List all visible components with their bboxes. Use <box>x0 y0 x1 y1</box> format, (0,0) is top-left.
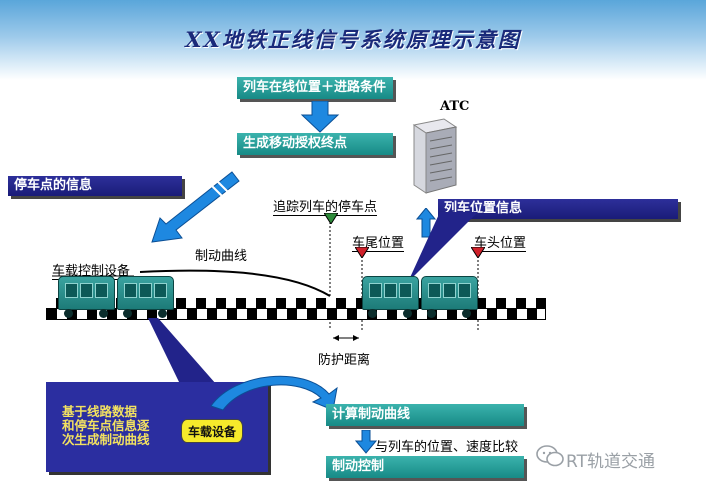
up-arrow-icon <box>415 207 437 242</box>
onboard-logic-line: 和停车点信息逐 <box>62 418 150 433</box>
head-position-label: 车头位置 <box>474 232 527 252</box>
watermark-text: RT轨道交通 <box>566 452 655 472</box>
wheel <box>462 309 471 318</box>
wheel <box>368 309 377 318</box>
left-train-car-1 <box>58 276 115 310</box>
stop-point-info-box: 停车点的信息 <box>8 176 182 196</box>
wheel <box>99 309 108 318</box>
diagonal-arrow-icon <box>150 168 240 248</box>
right-train-car-2 <box>421 276 478 310</box>
stop-point-marker <box>324 213 338 224</box>
onboard-logic-line: 基于线路数据 <box>62 404 138 419</box>
tail-marker <box>355 247 369 258</box>
wheel <box>427 309 436 318</box>
curved-arrow-icon <box>210 375 338 411</box>
down-arrow-icon <box>300 100 340 137</box>
onboard-logic-line: 次生成制动曲线 <box>62 432 150 447</box>
left-train-car-2 <box>117 276 174 310</box>
server-tower-icon <box>404 117 458 197</box>
protection-distance-label: 防护距离 <box>318 353 371 368</box>
calc-braking-curve-box: 计算制动曲线 <box>326 404 524 426</box>
down-arrow-icon <box>354 429 378 458</box>
track-upper-stripe <box>46 298 546 309</box>
page-title: XX地铁正线信号系统原理示意图 <box>185 27 521 52</box>
atc-label: ATC <box>440 99 470 114</box>
onboard-logic-text: 基于线路数据 和停车点信息逐 次生成制动曲线 <box>62 405 150 447</box>
movement-authority-box: 生成移动授权终点 <box>237 133 393 155</box>
wechat-icon <box>536 444 564 472</box>
braking-curve-label: 制动曲线 <box>195 249 248 264</box>
compare-position-speed-label: 与列车的位置、速度比较 <box>375 440 519 455</box>
right-train-car-1 <box>362 276 419 310</box>
braking-control-box: 制动控制 <box>326 456 524 478</box>
head-marker <box>471 247 485 258</box>
wheel <box>64 309 73 318</box>
wheel <box>123 309 132 318</box>
wheel <box>158 309 167 318</box>
onboard-pointer <box>148 318 216 384</box>
wheel <box>403 309 412 318</box>
train-position-condition-box: 列车在线位置＋进路条件 <box>237 77 393 99</box>
sky-banner <box>0 0 706 80</box>
onboard-equipment-badge: 车载设备 <box>181 419 243 443</box>
position-pointer <box>408 212 478 282</box>
